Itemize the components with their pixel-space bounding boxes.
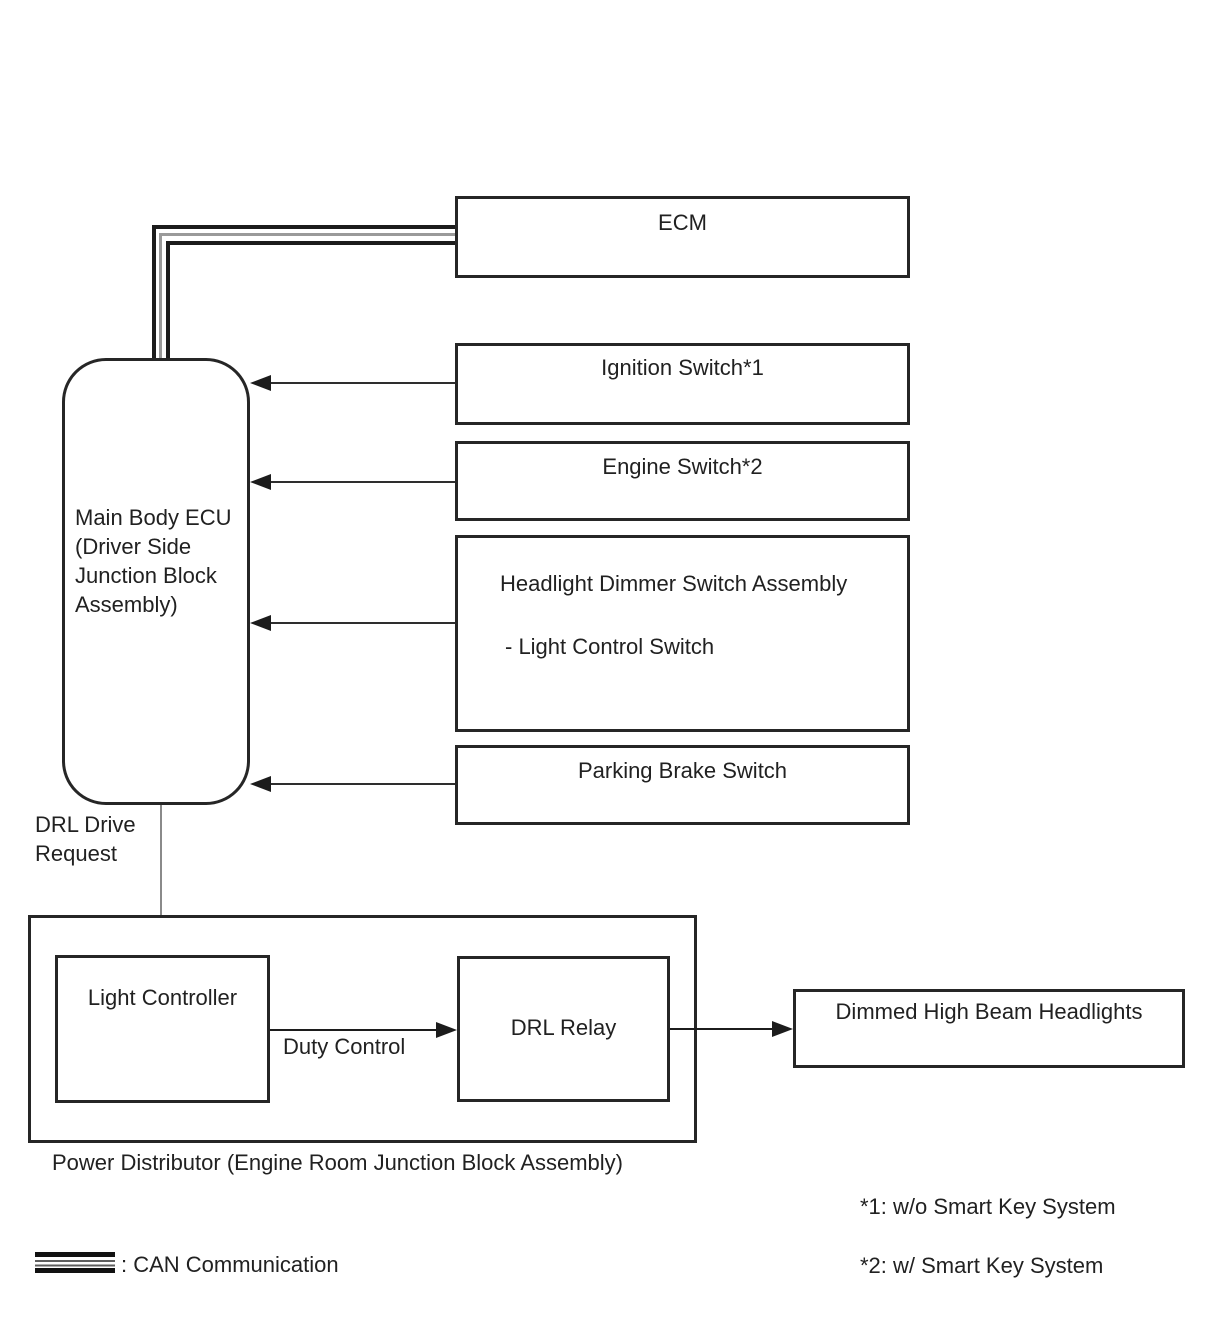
engine-switch-box: Engine Switch*2 <box>455 441 910 521</box>
headlight-dimmer-switch-box: Headlight Dimmer Switch Assembly - Light… <box>455 535 910 732</box>
duty-control-arrowhead-icon <box>436 1022 457 1038</box>
light-controller-box: Light Controller <box>55 955 270 1103</box>
footnote-2: *2: w/ Smart Key System <box>860 1253 1104 1278</box>
headlights-label: Dimmed High Beam Headlights <box>835 999 1143 1024</box>
ecm-label: ECM <box>658 210 707 235</box>
can-communication-legend-label: : CAN Communication <box>121 1252 339 1277</box>
headlights-box: Dimmed High Beam Headlights <box>793 989 1185 1068</box>
drl-drive-request-label: DRL Drive Request <box>35 812 136 866</box>
parking-brake-switch-label: Parking Brake Switch <box>577 758 788 783</box>
can-communication-line-icon <box>35 1252 115 1273</box>
ignition-to-ecu-arrowhead-icon <box>250 375 271 391</box>
drl-relay-box: DRL Relay <box>457 956 670 1102</box>
light-control-switch-label: - Light Control Switch <box>505 634 715 659</box>
ecm-box: ECM <box>455 196 910 278</box>
drl-relay-label: DRL Relay <box>510 1015 617 1040</box>
parking-brake-switch-box: Parking Brake Switch <box>455 745 910 825</box>
dimmer-to-ecu-line <box>266 622 455 624</box>
parking-to-ecu-line <box>266 783 455 785</box>
ignition-to-ecu-line <box>266 382 455 384</box>
can-bus-line-outer <box>152 225 455 358</box>
ignition-switch-label: Ignition Switch*1 <box>601 355 764 380</box>
main-body-ecu-label: Main Body ECU (Driver Side Junction Bloc… <box>75 505 232 617</box>
relay-output-arrowhead-icon <box>772 1021 793 1037</box>
power-distributor-label: Power Distributor (Engine Room Junction … <box>52 1150 624 1175</box>
drl-drive-request-line <box>160 805 162 940</box>
engine-switch-label: Engine Switch*2 <box>602 454 763 479</box>
parking-to-ecu-arrowhead-icon <box>250 776 271 792</box>
relay-output-line <box>670 1028 774 1030</box>
engine-to-ecu-line <box>266 481 455 483</box>
headlight-dimmer-label: Headlight Dimmer Switch Assembly <box>500 571 848 596</box>
light-controller-label: Light Controller <box>87 985 238 1010</box>
ignition-switch-box: Ignition Switch*1 <box>455 343 910 425</box>
can-bus-line-inner <box>166 241 455 358</box>
can-bus-line-stripe <box>159 233 455 358</box>
dimmer-to-ecu-arrowhead-icon <box>250 615 271 631</box>
duty-control-label: Duty Control <box>283 1034 406 1059</box>
main-body-ecu-box: Main Body ECU (Driver Side Junction Bloc… <box>62 358 250 805</box>
footnote-1: *1: w/o Smart Key System <box>860 1194 1116 1219</box>
engine-to-ecu-arrowhead-icon <box>250 474 271 490</box>
duty-control-line <box>270 1029 440 1031</box>
